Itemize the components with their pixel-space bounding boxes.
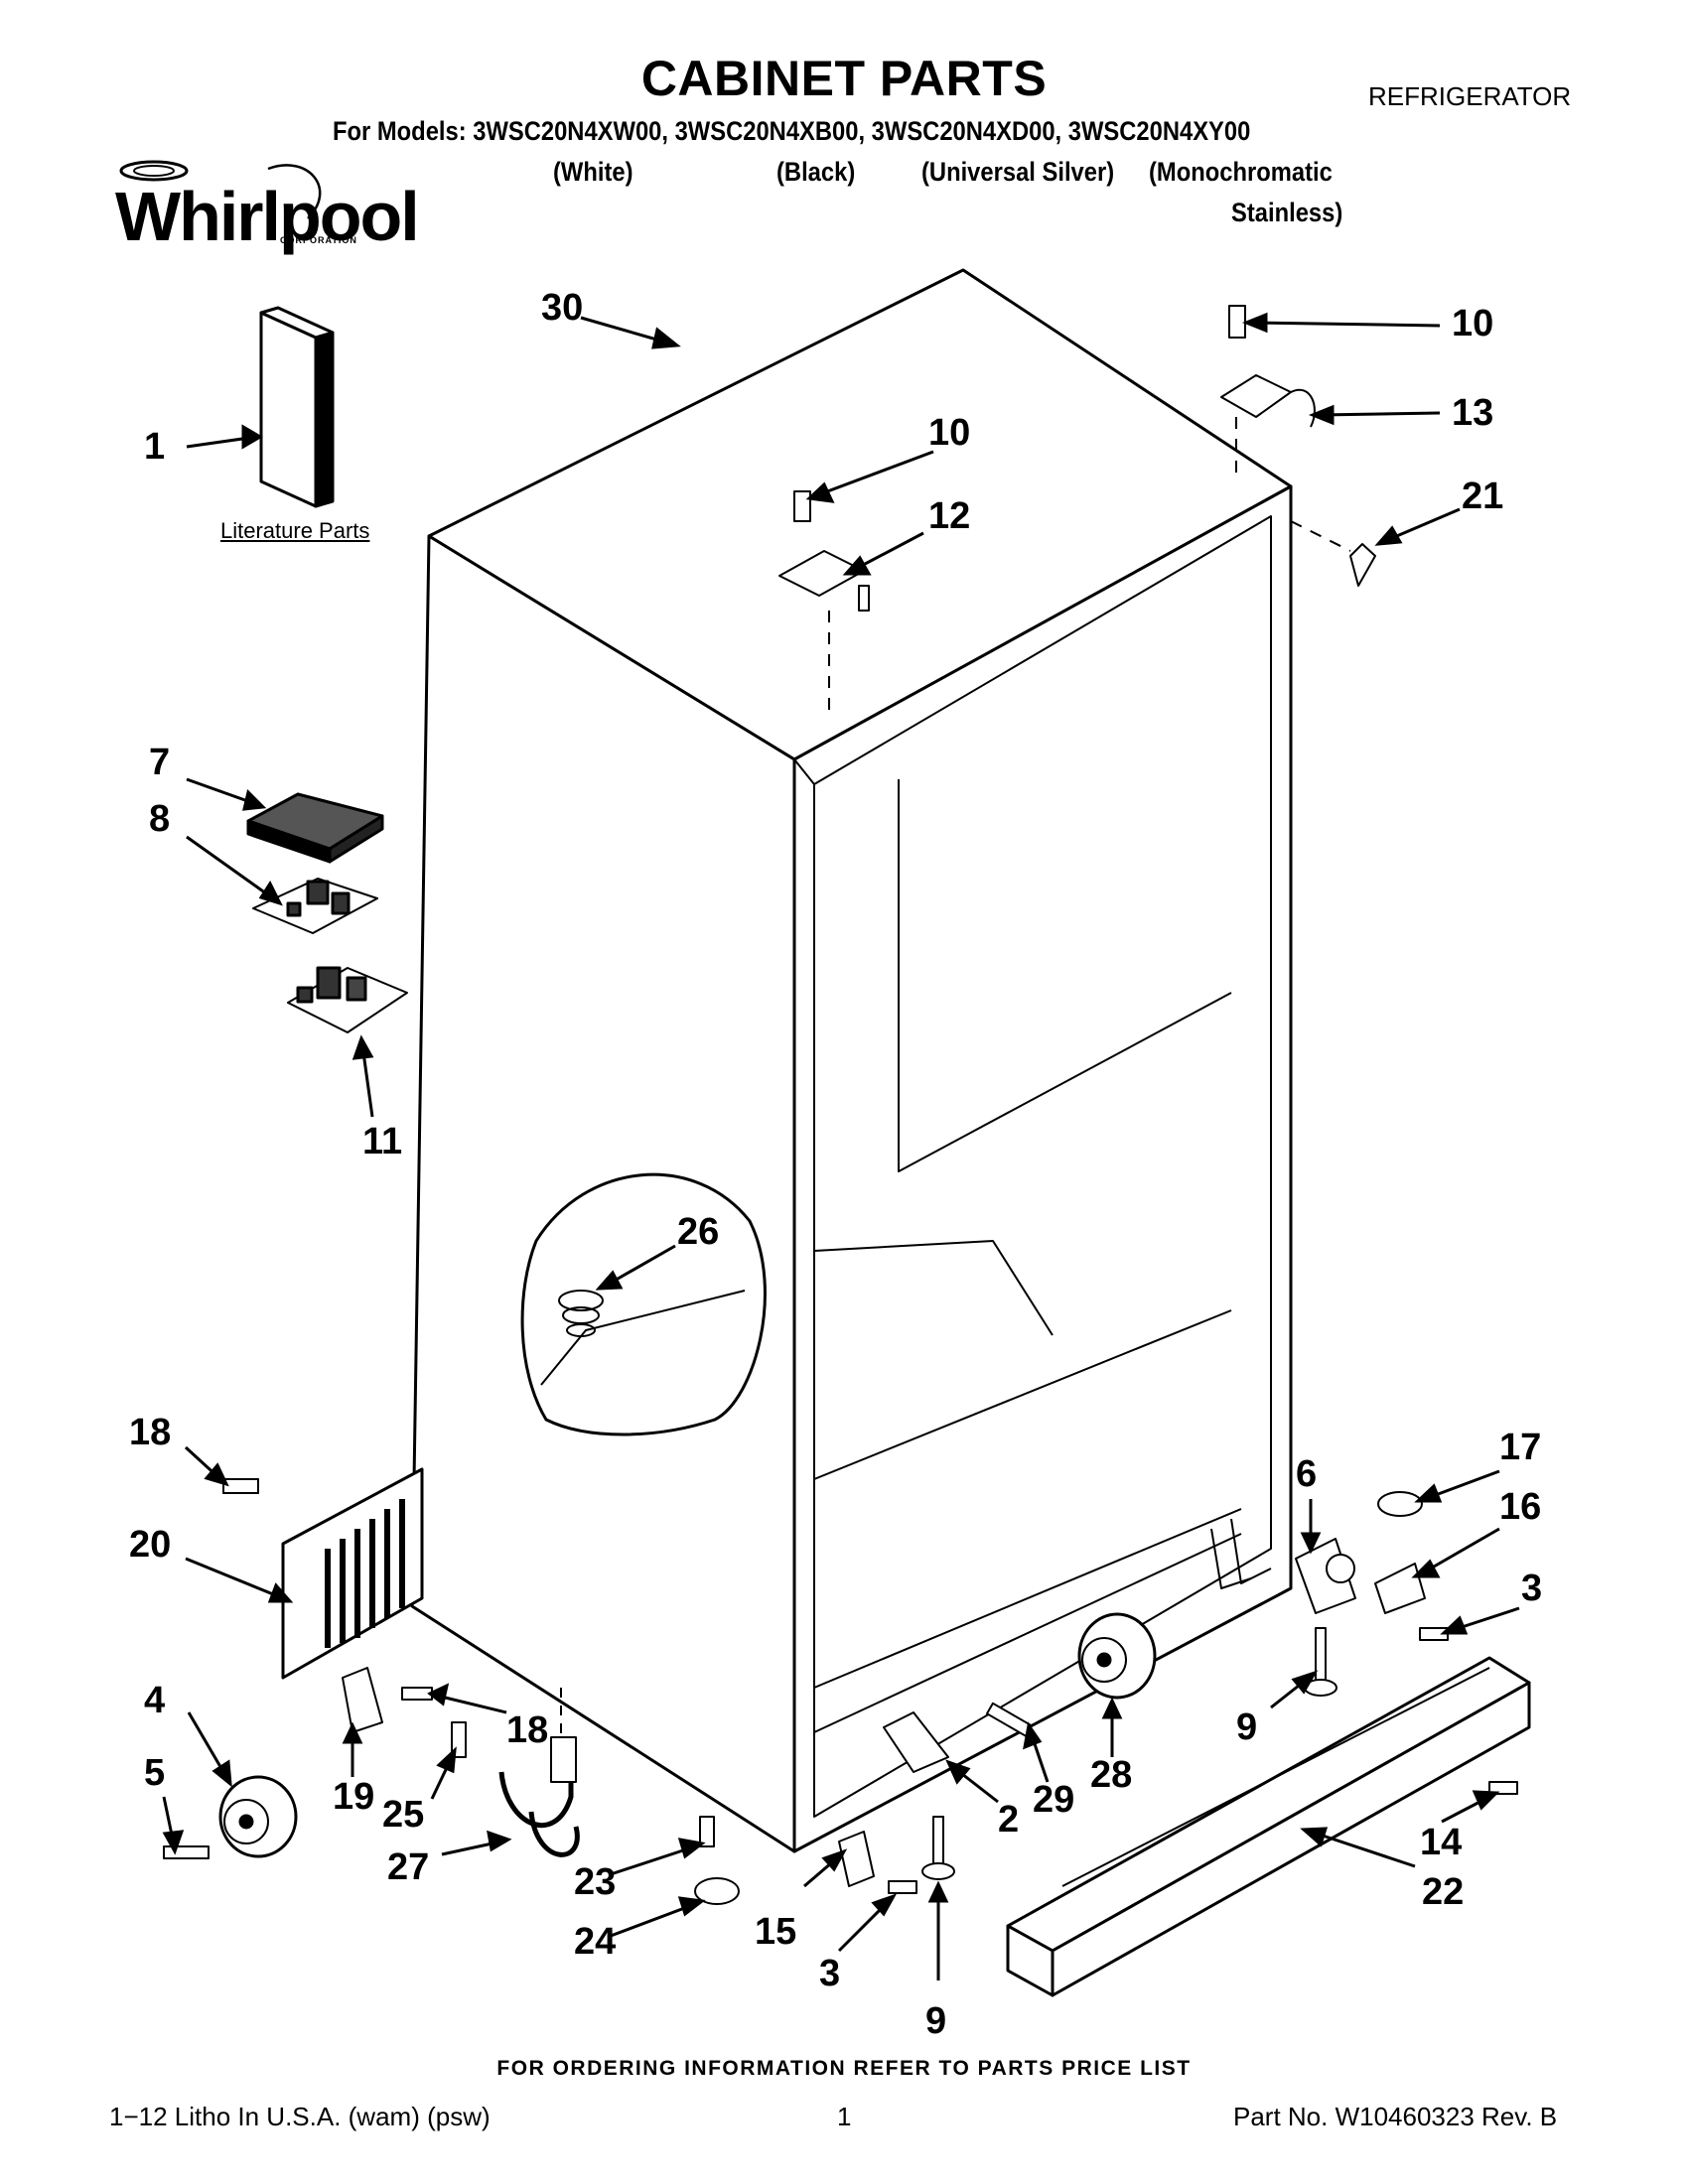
page-title: CABINET PARTS (640, 51, 1048, 106)
literature-parts-label: Literature Parts (220, 518, 370, 543)
screw-3-lower (888, 1880, 917, 1894)
callout-3-right: 3 (1521, 1568, 1542, 1609)
callout-7: 7 (149, 742, 170, 783)
base-grille (1006, 1656, 1531, 1997)
color-white: (White) (553, 157, 633, 187)
logo-corporation: CORPORATION (280, 235, 357, 245)
part-number: Part No. W10460323 Rev. B (1233, 2102, 1558, 2131)
callout-9-lower: 9 (925, 2000, 946, 2042)
leveling-leg-9-right (1304, 1627, 1337, 1697)
cabinet-cutaway-view (520, 1172, 767, 1436)
callout-12: 12 (928, 495, 970, 537)
screw-18-upper (222, 1478, 259, 1494)
roller-28 (985, 1612, 1157, 1737)
callout-20: 20 (129, 1524, 171, 1566)
callout-3-lower: 3 (819, 1953, 840, 1994)
callout-27: 27 (387, 1846, 429, 1888)
callout-14: 14 (1420, 1822, 1462, 1863)
callout-16: 16 (1499, 1486, 1541, 1528)
callout-9-right: 9 (1236, 1706, 1257, 1748)
callout-28: 28 (1090, 1754, 1132, 1796)
water-tubing (498, 1688, 580, 1857)
callout-2: 2 (998, 1799, 1019, 1841)
control-board-cover (246, 792, 384, 864)
callout-22: 22 (1422, 1871, 1464, 1913)
hinge-16 (1374, 1563, 1426, 1614)
bracket-19 (342, 1667, 383, 1733)
callout-11: 11 (362, 1121, 402, 1162)
callout-29: 29 (1033, 1779, 1074, 1821)
part-21 (1290, 520, 1376, 587)
page-number: 1 (837, 2102, 852, 2131)
callout-21: 21 (1462, 476, 1503, 517)
callout-6: 6 (1296, 1453, 1317, 1495)
callout-30: 30 (541, 287, 583, 329)
leveling-leg-9-left (921, 1816, 955, 1880)
screw-18-lower (401, 1687, 433, 1701)
callout-10-center: 10 (928, 412, 970, 454)
callout-8: 8 (149, 798, 170, 840)
logo-wordmark: Whirlpool (115, 178, 420, 255)
plate-24 (694, 1877, 740, 1905)
callout-24: 24 (574, 1921, 616, 1963)
callout-17: 17 (1499, 1427, 1541, 1468)
callout-26: 26 (677, 1211, 719, 1253)
roller-4 (163, 1775, 298, 1859)
top-hinge-center (778, 490, 870, 710)
screw-14 (1488, 1781, 1518, 1795)
screw-23 (699, 1816, 715, 1847)
literature-booklet (259, 306, 335, 508)
cabinet-body (410, 268, 1293, 1853)
litho-info: 1−12 Litho In U.S.A. (wam) (psw) (109, 2102, 491, 2131)
callout-13: 13 (1452, 392, 1493, 434)
color-black: (Black) (776, 157, 856, 187)
callout-18-lower: 18 (506, 1709, 548, 1751)
callout-1: 1 (144, 426, 165, 468)
top-hinge-right (1220, 305, 1316, 481)
callout-19: 19 (333, 1776, 374, 1818)
callout-15: 15 (755, 1911, 796, 1953)
plate-17 (1377, 1491, 1423, 1517)
appliance-category: REFRIGERATOR (1368, 81, 1572, 111)
whirlpool-logo (109, 149, 377, 258)
models-line: For Models: 3WSC20N4XW00, 3WSC20N4XB00, … (333, 116, 1251, 146)
color-monochromatic: (Monochromatic (1149, 157, 1333, 187)
control-board-11 (287, 966, 408, 1033)
color-stainless: Stainless) (1231, 198, 1343, 227)
callout-18-upper: 18 (129, 1412, 171, 1453)
callout-10-right: 10 (1452, 303, 1493, 344)
bracket-6 (1295, 1538, 1356, 1614)
rear-grille (222, 1467, 424, 1680)
control-board-8 (252, 878, 378, 934)
callout-5: 5 (144, 1752, 165, 1794)
callout-23: 23 (574, 1861, 616, 1903)
color-universal-silver: (Universal Silver) (921, 157, 1115, 187)
callout-25: 25 (382, 1794, 424, 1836)
callout-4: 4 (144, 1680, 165, 1721)
logo-swirl-icon (119, 160, 322, 219)
ordering-note: FOR ORDERING INFORMATION REFER TO PARTS … (496, 2057, 1192, 2080)
bracket-2 (883, 1711, 949, 1773)
bracket-15 (838, 1831, 875, 1887)
